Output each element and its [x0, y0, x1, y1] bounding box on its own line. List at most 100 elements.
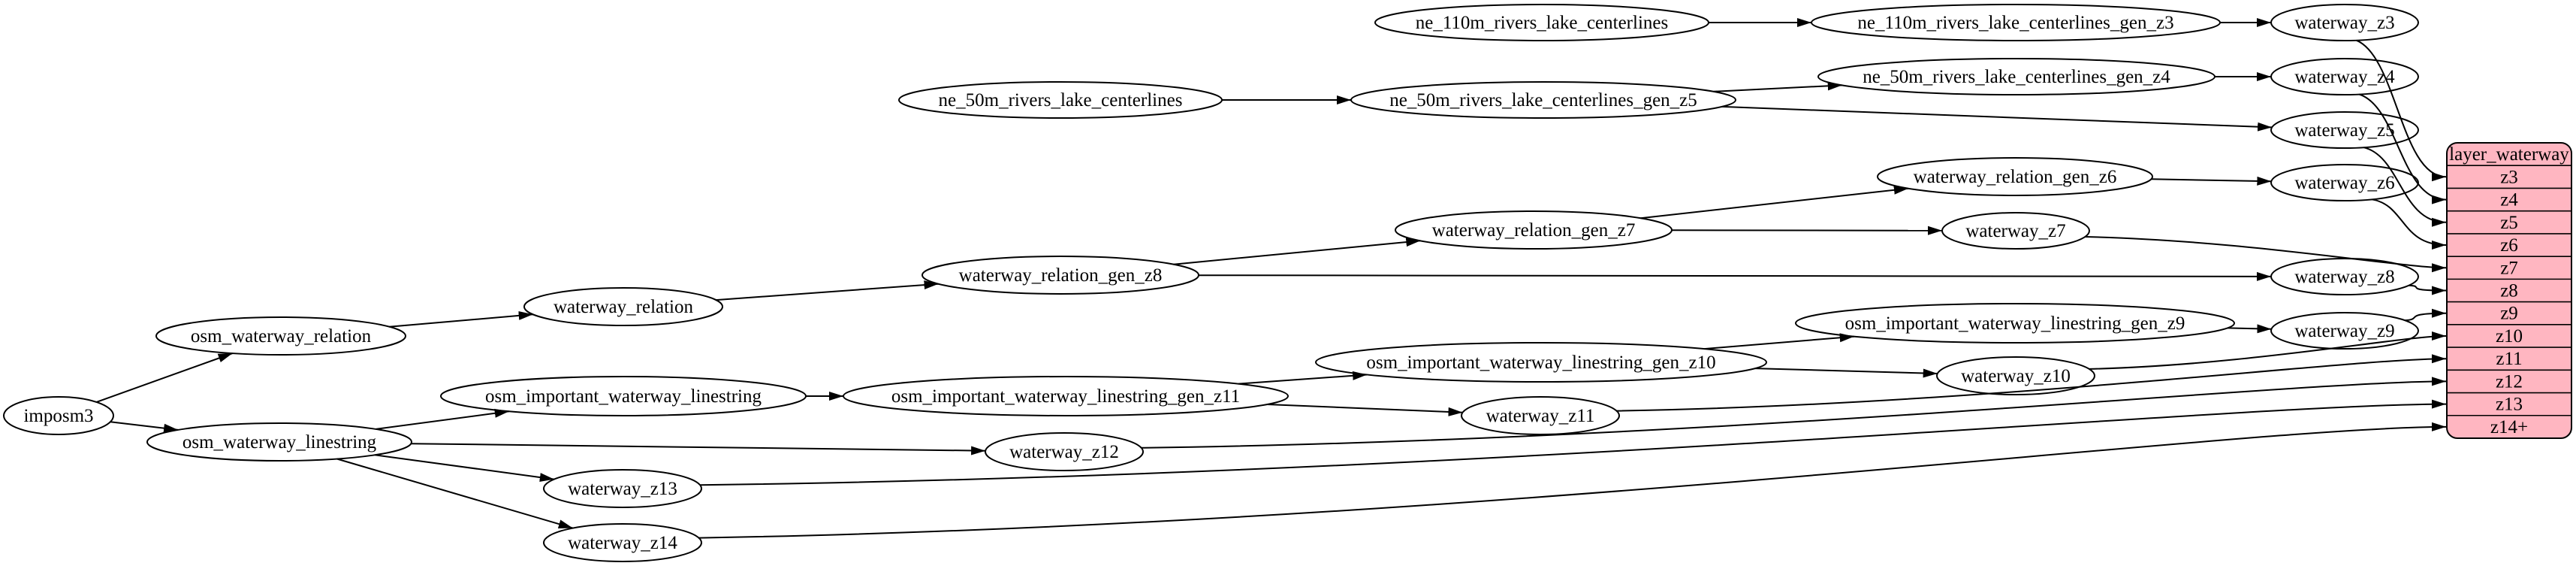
node-ne_110m_rivers_lake_centerlines_gen_z3: ne_110m_rivers_lake_centerlines_gen_z3: [1811, 4, 2221, 41]
node-osm_waterway_linestring: osm_waterway_linestring: [146, 422, 412, 462]
node-osm_important_waterway_linestring_gen_z10: osm_important_waterway_linestring_gen_z1…: [1315, 342, 1767, 383]
table-layer-waterway: layer_waterwayz3z4z5z6z7z8z9z10z11z12z13…: [2446, 142, 2572, 439]
table-row-z11: z11: [2496, 349, 2522, 369]
table-row-z7: z7: [2500, 258, 2518, 278]
node-waterway_z5: waterway_z5: [2270, 111, 2419, 149]
node-ne_50m_rivers_lake_centerlines_gen_z5: ne_50m_rivers_lake_centerlines_gen_z5: [1350, 81, 1736, 119]
node-waterway_relation_gen_z6-shape: [1877, 157, 2153, 196]
node-osm_waterway_linestring-label: osm_waterway_linestring: [182, 432, 377, 452]
node-imposm3-shape: [3, 396, 114, 435]
node-waterway_z10: waterway_z10: [1936, 356, 2095, 395]
node-ne_50m_rivers_lake_centerlines_gen_z4-label: ne_50m_rivers_lake_centerlines_gen_z4: [1863, 67, 2170, 87]
edge-waterway_z8-to-table-row-z8: [2409, 284, 2447, 295]
node-waterway_z10-label: waterway_z10: [1961, 366, 2071, 386]
table-body: [2446, 142, 2572, 439]
node-waterway_z6-label: waterway_z6: [2294, 173, 2394, 193]
node-osm_important_waterway_linestring-label: osm_important_waterway_linestring: [485, 386, 762, 407]
node-waterway_z4: waterway_z4: [2270, 58, 2419, 95]
table-row-z13: z13: [2496, 395, 2523, 415]
node-waterway_z8-label: waterway_z8: [2294, 267, 2394, 287]
edge-osm_waterway_linestring-to-waterway_z13: [375, 454, 554, 482]
table-row-z9: z9: [2500, 304, 2518, 324]
node-ne_50m_rivers_lake_centerlines_gen_z4: ne_50m_rivers_lake_centerlines_gen_z4: [1817, 58, 2216, 95]
node-waterway_z9: waterway_z9: [2270, 312, 2419, 350]
edge-osm_important_waterway_linestring_gen_z11-to-waterway_z11: [1267, 404, 1463, 416]
table-row-z5: z5: [2500, 213, 2518, 233]
edge-waterway_z4-to-table-row-z4: [2359, 93, 2447, 204]
node-waterway_z11: waterway_z11: [1461, 396, 1620, 435]
edge-waterway_z9-to-table-row-z9: [2405, 308, 2447, 322]
node-waterway_relation_gen_z7: waterway_relation_gen_z7: [1395, 210, 1673, 250]
edge-osm_important_waterway_linestring_gen_z10-to-waterway_z10: [1754, 368, 1938, 378]
node-osm_waterway_relation-label: osm_waterway_relation: [191, 326, 372, 347]
table-row-z12: z12: [2496, 371, 2523, 392]
node-osm_important_waterway_linestring_gen_z9-label: osm_important_waterway_linestring_gen_z9: [1845, 313, 2185, 334]
node-waterway_z13-shape: [543, 469, 702, 508]
edge-imposm3-to-osm_waterway_linestring: [110, 421, 179, 433]
edge-waterway_z11-to-table-row-z11: [1616, 354, 2447, 412]
node-waterway_z7-label: waterway_z7: [1965, 221, 2065, 241]
node-waterway_z3-label: waterway_z3: [2294, 13, 2394, 33]
node-ne_110m_rivers_lake_centerlines-label: ne_110m_rivers_lake_centerlines: [1416, 13, 1668, 33]
node-waterway_relation_gen_z7-label: waterway_relation_gen_z7: [1432, 220, 1636, 241]
node-waterway_z14-shape: [543, 523, 702, 562]
edge-imposm3-to-osm_waterway_relation: [96, 353, 233, 403]
node-ne_50m_rivers_lake_centerlines: ne_50m_rivers_lake_centerlines: [898, 81, 1223, 119]
edge-osm_waterway_linestring-to-waterway_z12: [411, 443, 986, 456]
node-imposm3: imposm3: [3, 396, 114, 435]
node-waterway_z6: waterway_z6: [2270, 164, 2419, 201]
node-waterway_z9-label: waterway_z9: [2294, 321, 2394, 341]
node-ne_110m_rivers_lake_centerlines_gen_z3-label: ne_110m_rivers_lake_centerlines_gen_z3: [1857, 13, 2173, 33]
node-osm_waterway_linestring-shape: [146, 422, 412, 462]
edge-ne_50m_rivers_lake_centerlines_gen_z5-to-ne_50m_rivers_lake_centerlines_gen_z4: [1713, 81, 1842, 92]
node-osm_important_waterway_linestring_gen_z9-shape: [1795, 303, 2235, 344]
nodes-layer: imposm3 osm_waterway_relation osm_waterway…: [3, 4, 2419, 562]
table-row-z3: z3: [2500, 167, 2518, 187]
node-osm_waterway_relation: osm_waterway_relation: [155, 316, 406, 356]
node-waterway_z7: waterway_z7: [1941, 212, 2090, 250]
node-waterway_relation: waterway_relation: [523, 287, 723, 326]
node-osm_important_waterway_linestring_gen_z10-label: osm_important_waterway_linestring_gen_z1…: [1366, 353, 1715, 373]
edge-waterway_relation_gen_z8-to-waterway_relation_gen_z7: [1173, 238, 1421, 265]
edge-osm_important_waterway_linestring_gen_z11-to-osm_important_waterway_linestring_gen_z10: [1238, 371, 1368, 385]
node-waterway_z12: waterway_z12: [985, 432, 1144, 471]
edge-waterway_z5-to-table-row-z5: [2363, 147, 2447, 227]
edge-osm_waterway_linestring-to-waterway_z14: [336, 458, 574, 529]
table-row-z6: z6: [2500, 235, 2518, 256]
edge-waterway_z10-to-table-row-z10: [2089, 331, 2447, 370]
node-waterway_z8: waterway_z8: [2270, 258, 2419, 295]
node-waterway_relation_gen_z6: waterway_relation_gen_z6: [1877, 157, 2153, 196]
node-ne_110m_rivers_lake_centerlines: ne_110m_rivers_lake_centerlines: [1374, 4, 1709, 41]
edge-ne_50m_rivers_lake_centerlines_gen_z5-to-waterway_z5: [1721, 105, 2273, 132]
node-osm_important_waterway_linestring: osm_important_waterway_linestring: [440, 376, 807, 416]
node-waterway_z12-label: waterway_z12: [1009, 442, 1119, 462]
edge-osm_important_waterway_linestring_gen_z10-to-osm_important_waterway_linestring_gen_z9: [1704, 333, 1854, 350]
node-osm_important_waterway_linestring_gen_z9: osm_important_waterway_linestring_gen_z9: [1795, 303, 2235, 344]
edge-waterway_z14-to-table-row-z14+: [698, 422, 2447, 539]
edge-waterway_relation_gen_z8-to-waterway_z8: [1198, 271, 2272, 281]
node-waterway_z4-label: waterway_z4: [2294, 67, 2395, 87]
node-osm_important_waterway_linestring_gen_z11: osm_important_waterway_linestring_gen_z1…: [843, 376, 1289, 416]
node-imposm3-label: imposm3: [23, 406, 93, 426]
edges-layer: [96, 18, 2447, 539]
node-waterway_relation_gen_z8: waterway_relation_gen_z8: [922, 256, 1199, 295]
node-waterway_relation_gen_z7-shape: [1395, 210, 1673, 250]
table-row-z14+: z14+: [2490, 417, 2528, 437]
node-waterway_relation-shape: [523, 287, 723, 326]
node-waterway_relation_gen_z6-label: waterway_relation_gen_z6: [1914, 167, 2117, 187]
node-waterway_relation-label: waterway_relation: [554, 297, 694, 317]
node-waterway_z14-label: waterway_z14: [568, 533, 677, 553]
edge-waterway_z12-to-table-row-z12: [1141, 377, 2447, 449]
node-waterway_z11-label: waterway_z11: [1486, 406, 1595, 426]
table-row-z8: z8: [2500, 280, 2518, 301]
node-waterway_z5-label: waterway_z5: [2294, 120, 2394, 141]
edge-waterway_z3-to-table-row-z3: [2356, 39, 2447, 182]
node-ne_50m_rivers_lake_centerlines-label: ne_50m_rivers_lake_centerlines: [939, 90, 1183, 110]
edge-osm_waterway_linestring-to-osm_important_waterway_linestring: [376, 408, 509, 430]
edge-waterway_z7-to-table-row-z7: [2085, 236, 2447, 273]
edge-osm_waterway_relation-to-waterway_relation: [389, 310, 533, 328]
node-waterway_z13-label: waterway_z13: [568, 479, 677, 499]
table-row-z4: z4: [2500, 190, 2518, 210]
